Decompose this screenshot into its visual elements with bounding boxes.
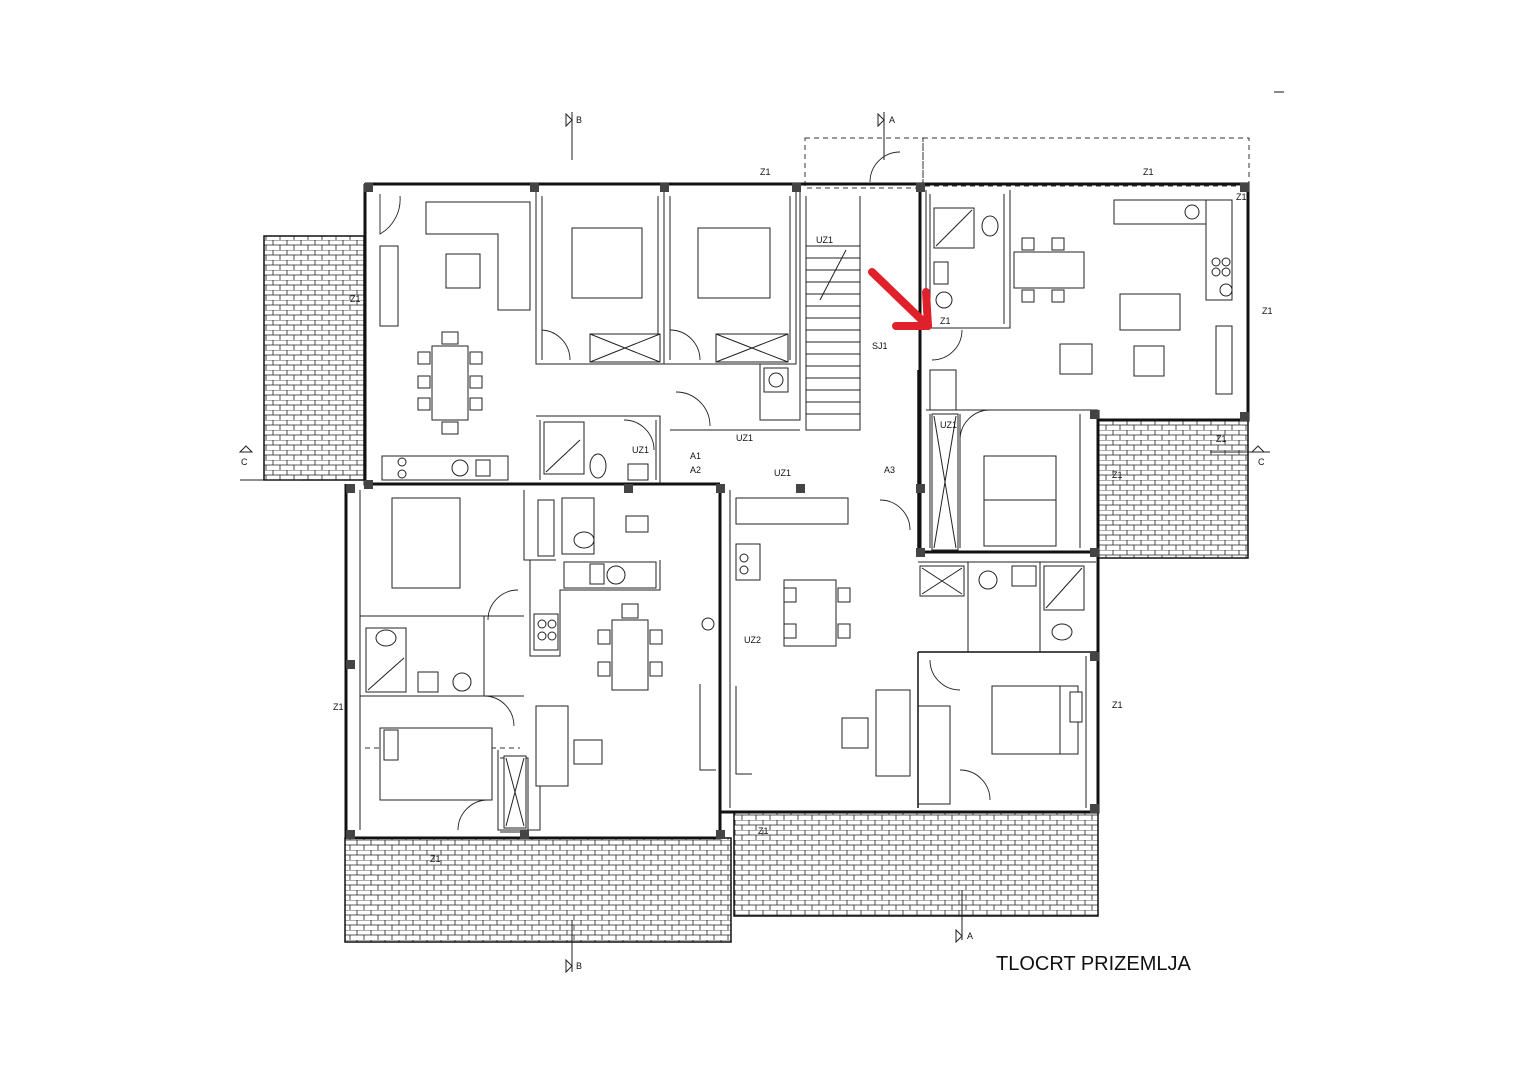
door-label: SJ1 bbox=[872, 341, 888, 351]
section-label: A bbox=[967, 931, 973, 941]
staircase bbox=[805, 245, 861, 431]
window-label: Z1 bbox=[1216, 434, 1227, 444]
canopy-outlines bbox=[365, 137, 1250, 749]
window-label: Z1 bbox=[1236, 192, 1247, 202]
section-label: B bbox=[576, 115, 582, 125]
terrace-south-east bbox=[733, 811, 1099, 917]
stair-label: A2 bbox=[690, 465, 701, 475]
door-label: UZ1 bbox=[632, 445, 649, 455]
door-labels: UZ1 UZ1 UZ1 UZ1 UZ1 UZ2 SJ1 bbox=[632, 235, 957, 645]
section-label: B bbox=[576, 961, 582, 971]
section-label: C bbox=[241, 457, 248, 467]
window-label: Z1 bbox=[758, 826, 769, 836]
window-label: Z1 bbox=[760, 167, 771, 177]
window-label: Z1 bbox=[430, 854, 441, 864]
section-marker-a-top: A bbox=[877, 112, 895, 160]
door-label: UZ1 bbox=[774, 468, 791, 478]
section-marker-c-right: C bbox=[1210, 445, 1270, 467]
terrace-east bbox=[1097, 419, 1249, 559]
window-label: Z1 bbox=[350, 294, 361, 304]
stair-labels: A1 A2 A3 bbox=[690, 451, 895, 475]
window-label: Z1 bbox=[1262, 306, 1273, 316]
door-label: UZ2 bbox=[744, 635, 761, 645]
section-marker-a-bottom: A bbox=[955, 890, 973, 944]
section-markers: B A C C B A bbox=[238, 112, 1270, 974]
section-marker-b-top: B bbox=[565, 112, 582, 160]
stair-label: A3 bbox=[884, 465, 895, 475]
columns bbox=[346, 183, 1249, 839]
section-marker-b-bottom: B bbox=[565, 920, 582, 974]
window-label: Z1 bbox=[940, 316, 951, 326]
window-label: Z1 bbox=[1143, 167, 1154, 177]
section-label: C bbox=[1258, 457, 1265, 467]
doors bbox=[379, 151, 991, 831]
window-labels: Z1 Z1 Z1 Z1 Z1 Z1 Z1 Z1 Z1 Z1 Z1 Z1 bbox=[333, 167, 1273, 864]
window-label: Z1 bbox=[1112, 700, 1123, 710]
furniture bbox=[365, 199, 1233, 829]
door-label: UZ1 bbox=[736, 433, 753, 443]
window-label: Z1 bbox=[333, 702, 344, 712]
drawing-title: TLOCRT PRIZEMLJA bbox=[996, 953, 1192, 975]
window-label: Z1 bbox=[1112, 470, 1123, 480]
terrace-west bbox=[263, 235, 365, 481]
section-label: A bbox=[889, 115, 895, 125]
stair-label: A1 bbox=[690, 451, 701, 461]
section-marker-c-left: C bbox=[238, 445, 300, 481]
red-arrow-icon bbox=[868, 268, 932, 330]
terrace-south-west bbox=[344, 837, 732, 943]
door-label: UZ1 bbox=[816, 235, 833, 245]
door-label: UZ1 bbox=[940, 420, 957, 430]
